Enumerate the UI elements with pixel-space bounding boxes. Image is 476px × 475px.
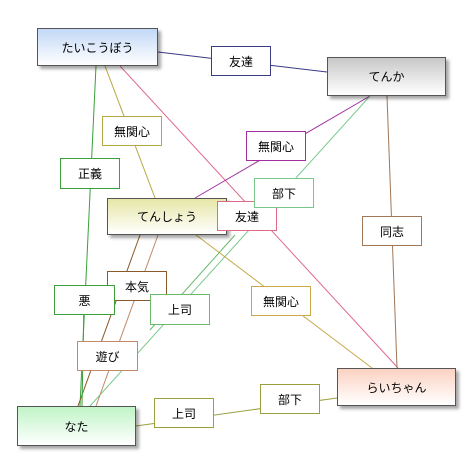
edge-line (77, 234, 141, 407)
node-nata[interactable]: なた (17, 406, 136, 446)
edge-label-joushi-2[interactable]: 上司 (154, 398, 214, 428)
edge-label-buka-2[interactable]: 部下 (260, 384, 320, 414)
node-tenshou[interactable]: てんしょう (107, 198, 227, 235)
edge-label-joushi[interactable]: 上司 (150, 294, 210, 325)
edge-label-mukanshin[interactable]: 無関心 (102, 116, 162, 146)
edge-label-mukanshin-3[interactable]: 無関心 (251, 286, 311, 316)
edge-line (95, 234, 159, 407)
edge-label-seigi[interactable]: 正義 (60, 158, 120, 189)
node-raichan[interactable]: らいちゃん (337, 368, 456, 406)
edge-label-tomodachi-2[interactable]: 友達 (217, 201, 277, 231)
edge-label-tomodachi[interactable]: 友達 (211, 46, 271, 76)
edge-label-aku[interactable]: 悪 (54, 285, 115, 315)
node-tenka[interactable]: てんか (327, 57, 446, 96)
node-taikoubou[interactable]: たいこうぼう (37, 28, 158, 66)
edge-label-buka[interactable]: 部下 (254, 178, 314, 208)
edge-label-mukanshin-2[interactable]: 無関心 (246, 131, 306, 161)
edge-label-doushi[interactable]: 同志 (362, 216, 422, 246)
edge-label-asobi[interactable]: 遊び (77, 341, 138, 371)
